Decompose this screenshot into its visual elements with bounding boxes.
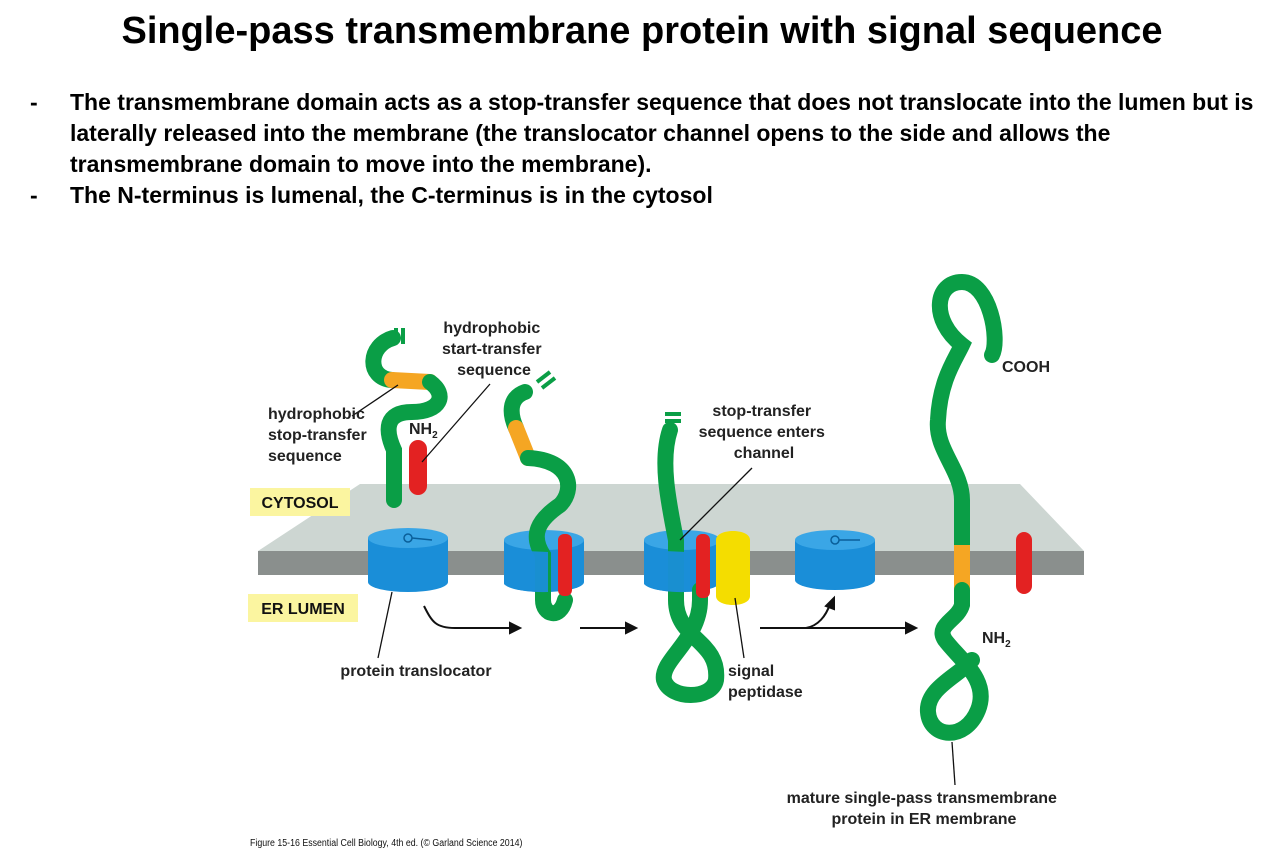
nh2-label-mature: NH2 xyxy=(982,630,1011,650)
polypeptide-chain xyxy=(380,374,448,508)
polypeptide-chain xyxy=(920,582,989,741)
process-arrows xyxy=(423,595,919,635)
terminal-subscript: 2 xyxy=(432,430,438,441)
leader-lines xyxy=(351,383,956,786)
label-line: signal xyxy=(728,663,774,680)
cooh-label: COOH xyxy=(1002,359,1050,376)
translocator-label: protein translocator xyxy=(340,663,491,680)
polypeptide-chain xyxy=(520,450,577,622)
leader-mature xyxy=(951,741,956,786)
start-transfer-label: hydrophobic start-transfer sequence xyxy=(442,320,546,379)
terminal-main: NH xyxy=(409,421,432,438)
leader-enters-channel xyxy=(679,467,753,541)
signal-sequence xyxy=(696,534,710,598)
protein-translocator xyxy=(368,538,448,592)
mature-protein xyxy=(920,273,1032,741)
bullet-text: The N-terminus is lumenal, the C-terminu… xyxy=(70,182,713,208)
er-lumen-label: ER LUMEN xyxy=(261,601,345,618)
signal-sequence xyxy=(558,534,572,596)
arrowhead xyxy=(625,621,639,635)
arrow-1 xyxy=(423,605,512,629)
stop-transfer-label: hydrophobic stop-transfer sequence xyxy=(268,406,371,465)
label-line: sequence xyxy=(457,362,531,379)
chain-break-mark xyxy=(540,376,557,390)
label-line: hydrophobic xyxy=(268,406,365,423)
arrowhead xyxy=(905,621,919,635)
leader-translocator xyxy=(377,591,393,659)
er-lumen-tag-bg xyxy=(248,594,358,622)
protein-translocator xyxy=(795,540,875,590)
page-title: Single-pass transmembrane protein with s… xyxy=(121,10,1163,52)
polypeptide-chain xyxy=(655,422,725,703)
label-line: sequence xyxy=(268,448,342,465)
peptidase-label: signal peptidase xyxy=(728,663,803,701)
label-line: sequence enters xyxy=(699,424,825,441)
leader-start-transfer xyxy=(421,383,491,463)
arrowhead xyxy=(509,621,523,635)
signal-peptide-in-membrane xyxy=(1016,532,1032,594)
cytosol-label: CYTOSOL xyxy=(261,495,338,512)
label-line: stop-transfer xyxy=(268,427,367,444)
translocator-top xyxy=(795,530,875,550)
signal-peptidase xyxy=(716,531,750,605)
bullet-dash: - xyxy=(30,182,38,208)
enters-channel-label: stop-transfer sequence enters channel xyxy=(699,403,830,462)
terminal-main: NH xyxy=(982,630,1005,647)
signal-sequence xyxy=(409,440,427,495)
translocator-front xyxy=(504,550,548,593)
polypeptide-chain xyxy=(929,273,1003,553)
bullet-text: The transmembrane domain acts as a stop-… xyxy=(70,89,1254,177)
translocator-seam xyxy=(411,537,433,541)
figure-credit: Figure 15-16 Essential Cell Biology, 4th… xyxy=(250,838,523,849)
stage-4 xyxy=(795,530,875,590)
stage-2 xyxy=(503,370,584,622)
label-line: channel xyxy=(734,445,794,462)
nh2-label-stage1: NH2 xyxy=(409,421,438,441)
leader-peptidase xyxy=(734,597,745,659)
label-line: peptidase xyxy=(728,684,803,701)
bullet-list: - The transmembrane domain acts as a stop… xyxy=(22,87,1272,211)
translocator-front xyxy=(644,550,686,593)
translocator-top xyxy=(368,528,448,548)
label-line: protein in ER membrane xyxy=(832,811,1017,828)
leader-stop-transfer xyxy=(351,384,399,417)
label-line: mature single-pass transmembrane xyxy=(787,790,1057,807)
chain-break-mark xyxy=(535,370,552,384)
cytosol-tag-bg xyxy=(250,488,350,516)
bullet-dash: - xyxy=(30,89,38,115)
mature-protein-label: mature single-pass transmembrane protein… xyxy=(787,790,1062,828)
label-line: start-transfer xyxy=(442,341,542,358)
label-line: hydrophobic xyxy=(443,320,540,337)
bullet-item: - The N-terminus is lumenal, the C-termin… xyxy=(22,180,1272,211)
stage-3 xyxy=(644,412,750,703)
arrowhead xyxy=(824,595,835,611)
bullet-item: - The transmembrane domain acts as a stop… xyxy=(22,87,1272,180)
stage-1 xyxy=(365,328,448,592)
arrow-release xyxy=(805,603,831,629)
terminal-subscript: 2 xyxy=(1005,639,1011,650)
label-line: stop-transfer xyxy=(712,403,811,420)
